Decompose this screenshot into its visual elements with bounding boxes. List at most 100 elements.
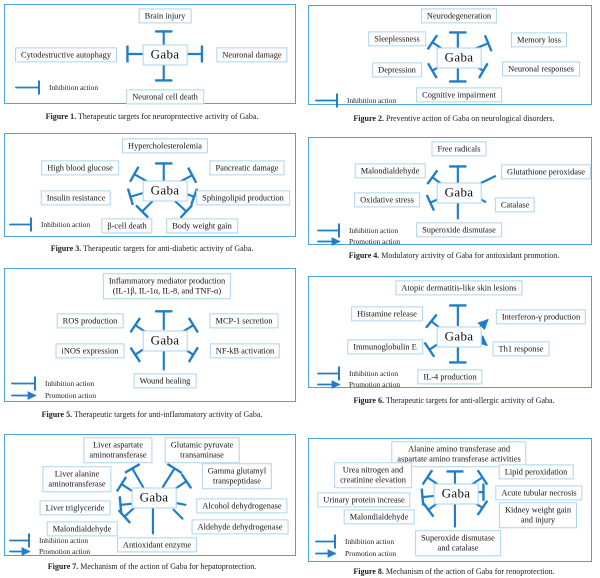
fig1-node-neuronal-damage: Neuronal damage xyxy=(216,47,288,63)
fig7-node-alcohol-dehydrogenase: Alcohol dehydrogenase xyxy=(196,498,288,514)
figure-6-caption: Figure 6. Therapeutic targets for anti-a… xyxy=(308,396,600,405)
fig7-node-gamma-glutamyl-transpeptidase: Gamma glutamyl transpeptidase xyxy=(201,463,273,489)
legend-label: Inhibition action xyxy=(347,96,397,105)
fig4-legend-inhibition: Inhibition action xyxy=(317,224,398,237)
fig8-node-transferase-activities: Alanine amino transferase and aspartate … xyxy=(391,441,527,467)
caption-text: Therapeutic targets for anti-diabetic ac… xyxy=(83,244,254,253)
fig6-node-immunoglobulin-e: Immunoglobulin E xyxy=(347,339,423,355)
fig4-node-oxidative-stress: Oxidative stress xyxy=(354,192,420,208)
fig4-node-catalase: Catalase xyxy=(494,197,536,213)
inhibition-glyph xyxy=(15,81,45,94)
fig2-node-depression: Depression xyxy=(372,62,422,78)
caption-text: Preventive action of Gaba on neurologica… xyxy=(385,114,555,123)
fig6-legend-inhibition: Inhibition action xyxy=(317,367,398,380)
fig5-node-wound-healing: Wound healing xyxy=(133,373,197,389)
fig6-gaba-box: Gaba xyxy=(436,326,482,348)
fig5-node-mcp1-secretion: MCP-1 secretion xyxy=(209,313,279,329)
fig5-node-ros-production: ROS production xyxy=(56,313,124,329)
figure-3-caption: Figure 3. Therapeutic targets for anti-d… xyxy=(4,244,300,253)
inhibition-line xyxy=(120,504,133,505)
figure-3-panel: Hypercholesterolemia High blood glucose … xyxy=(4,133,296,237)
caption-label: Figure 3. xyxy=(50,244,82,253)
fig6-node-interferon-gamma-production: Interferon-γ production xyxy=(495,309,587,325)
inhibition-glyph xyxy=(11,377,41,390)
figure-2-cell: Neurodegeneration Sleeplessness Memory l… xyxy=(300,0,600,130)
caption-text: Therapeutic targets for anti-allergic ac… xyxy=(385,396,555,405)
fig4-node-glutathione-peroxidase: Glutathione peroxidase xyxy=(501,164,591,180)
fig8-node-acute-tubular-necrosis: Acute tubular necrosis xyxy=(495,485,583,501)
fig3-node-insulin-resistance: Insulin resistance xyxy=(40,190,112,206)
inhibition-glyph xyxy=(9,534,35,547)
fig2-node-neuronal-responses: Neuronal responses xyxy=(502,61,580,77)
fig7-gaba-box: Gaba xyxy=(131,487,177,509)
caption-label: Figure 8. xyxy=(353,567,384,576)
figure-4-caption: Figure 4. Modulatory activity of Gaba fo… xyxy=(308,251,600,260)
figure-3-cell: Hypercholesterolemia High blood glucose … xyxy=(0,130,300,262)
fig3-node-body-weight-gain: Body weight gain xyxy=(166,218,238,234)
caption-text: Mechanism of the action of Gaba for reno… xyxy=(385,567,555,576)
fig6-node-histamine-release: Histamine release xyxy=(351,306,423,322)
caption-text: Modulatory activity of Gaba for antioxid… xyxy=(381,251,560,260)
fig5-legend-inhibition: Inhibition action xyxy=(11,377,94,390)
inhibition-line xyxy=(161,468,175,489)
promotion-arrow-glyph xyxy=(317,237,341,246)
fig7-node-malondialdehyde: Malondialdehyde xyxy=(46,521,118,537)
fig8-node-lipid-peroxidation: Lipid peroxidation xyxy=(498,464,574,480)
fig1-node-brain-injury: Brain injury xyxy=(138,8,192,24)
inhibition-glyph xyxy=(317,367,345,380)
fig4-node-free-radicals: Free radicals xyxy=(431,141,487,157)
figure-7-cell: Liver aspartate aminotransferase Glutami… xyxy=(0,427,300,578)
figure-7-panel: Liver aspartate aminotransferase Glutami… xyxy=(4,434,296,556)
fig7-legend-promotion: Promotion action xyxy=(9,545,90,558)
legend-label: Inhibition action xyxy=(39,536,89,545)
fig7-node-liver-triglyceride: Liver triglyceride xyxy=(39,500,111,516)
inhibition-glyph xyxy=(315,535,341,548)
legend-label: Inhibition action xyxy=(45,379,95,388)
figure-7-caption: Figure 7. Mechanism of the action of Gab… xyxy=(4,562,300,571)
fig6-node-il4-production: IL-4 production xyxy=(417,369,483,385)
fig5-node-inos-expression: iNOS expression xyxy=(55,343,125,359)
figure-1-panel: Brain injury Cytodestructive autophagy G… xyxy=(4,4,296,105)
legend-label: Inhibition action xyxy=(41,220,91,229)
legend-label: Inhibition action xyxy=(49,83,99,92)
caption-text: Mechanism of the action of Gaba for hepa… xyxy=(80,562,257,571)
fig8-node-urinary-protein-increase: Urinary protein increase xyxy=(317,492,411,508)
promotion-arrow-glyph xyxy=(315,549,337,558)
fig3-node-high-blood-glucose: High blood glucose xyxy=(41,160,119,176)
caption-label: Figure 4. xyxy=(348,251,380,260)
promotion-arrow-glyph xyxy=(11,391,37,400)
fig7-node-liver-alanine-aminotransferase: Liver alanine aminotransferase xyxy=(42,466,112,492)
fig1-connectors xyxy=(5,5,295,103)
caption-label: Figure 5. xyxy=(41,410,73,419)
legend-label: Inhibition action xyxy=(349,369,399,378)
caption-text: Therapeutic targets for neuroprotective … xyxy=(77,112,259,121)
inhibition-glyph xyxy=(9,218,37,231)
fig4-node-malondialdehyde: Malondialdehyde xyxy=(354,163,426,179)
fig3-gaba-box: Gaba xyxy=(142,180,188,202)
fig6-node-th1-response: Th1 response xyxy=(492,341,550,357)
fig7-legend-inhibition: Inhibition action xyxy=(9,534,88,547)
caption-label: Figure 1. xyxy=(45,112,77,121)
fig8-node-urea-nitrogen-creatinine: Urea nitrogen and creatinine elevation xyxy=(334,462,412,488)
fig3-node-beta-cell-death: β-cell death xyxy=(101,218,153,234)
caption-label: Figure 7. xyxy=(47,562,79,571)
fig2-node-neurodegeneration: Neurodegeneration xyxy=(420,8,498,24)
fig8-node-malondialdehyde: Malondialdehyde xyxy=(343,509,415,525)
fig5-gaba-box: Gaba xyxy=(142,330,188,352)
fig2-node-cognitive-impairment: Cognitive impairment xyxy=(416,87,502,103)
fig5-node-inflammatory-mediator-production: Inflammatory mediator production (IL-1β,… xyxy=(102,273,232,299)
inhibition-glyph xyxy=(315,94,343,107)
caption-label: Figure 2. xyxy=(353,114,384,123)
figure-5-cell: Inflammatory mediator production (IL-1β,… xyxy=(0,262,300,427)
promotion-arrow-glyph xyxy=(317,380,341,389)
fig4-legend-promotion: Promotion action xyxy=(317,235,400,248)
fig5-legend-promotion: Promotion action xyxy=(11,389,96,402)
inhibition-glyph xyxy=(317,224,345,237)
figure-1-cell: Brain injury Cytodestructive autophagy G… xyxy=(0,0,300,130)
figure-6-cell: Atopic dermatitis-like skin lesions Hist… xyxy=(300,262,600,427)
promotion-line xyxy=(172,508,184,520)
fig2-legend-inhibition: Inhibition action xyxy=(315,94,396,107)
fig4-node-superoxide-dismutase: Superoxide dismutase xyxy=(416,222,502,238)
fig3-node-sphingolipid-production: Sphingolipid production xyxy=(196,190,290,206)
inhibition-line xyxy=(173,481,187,491)
